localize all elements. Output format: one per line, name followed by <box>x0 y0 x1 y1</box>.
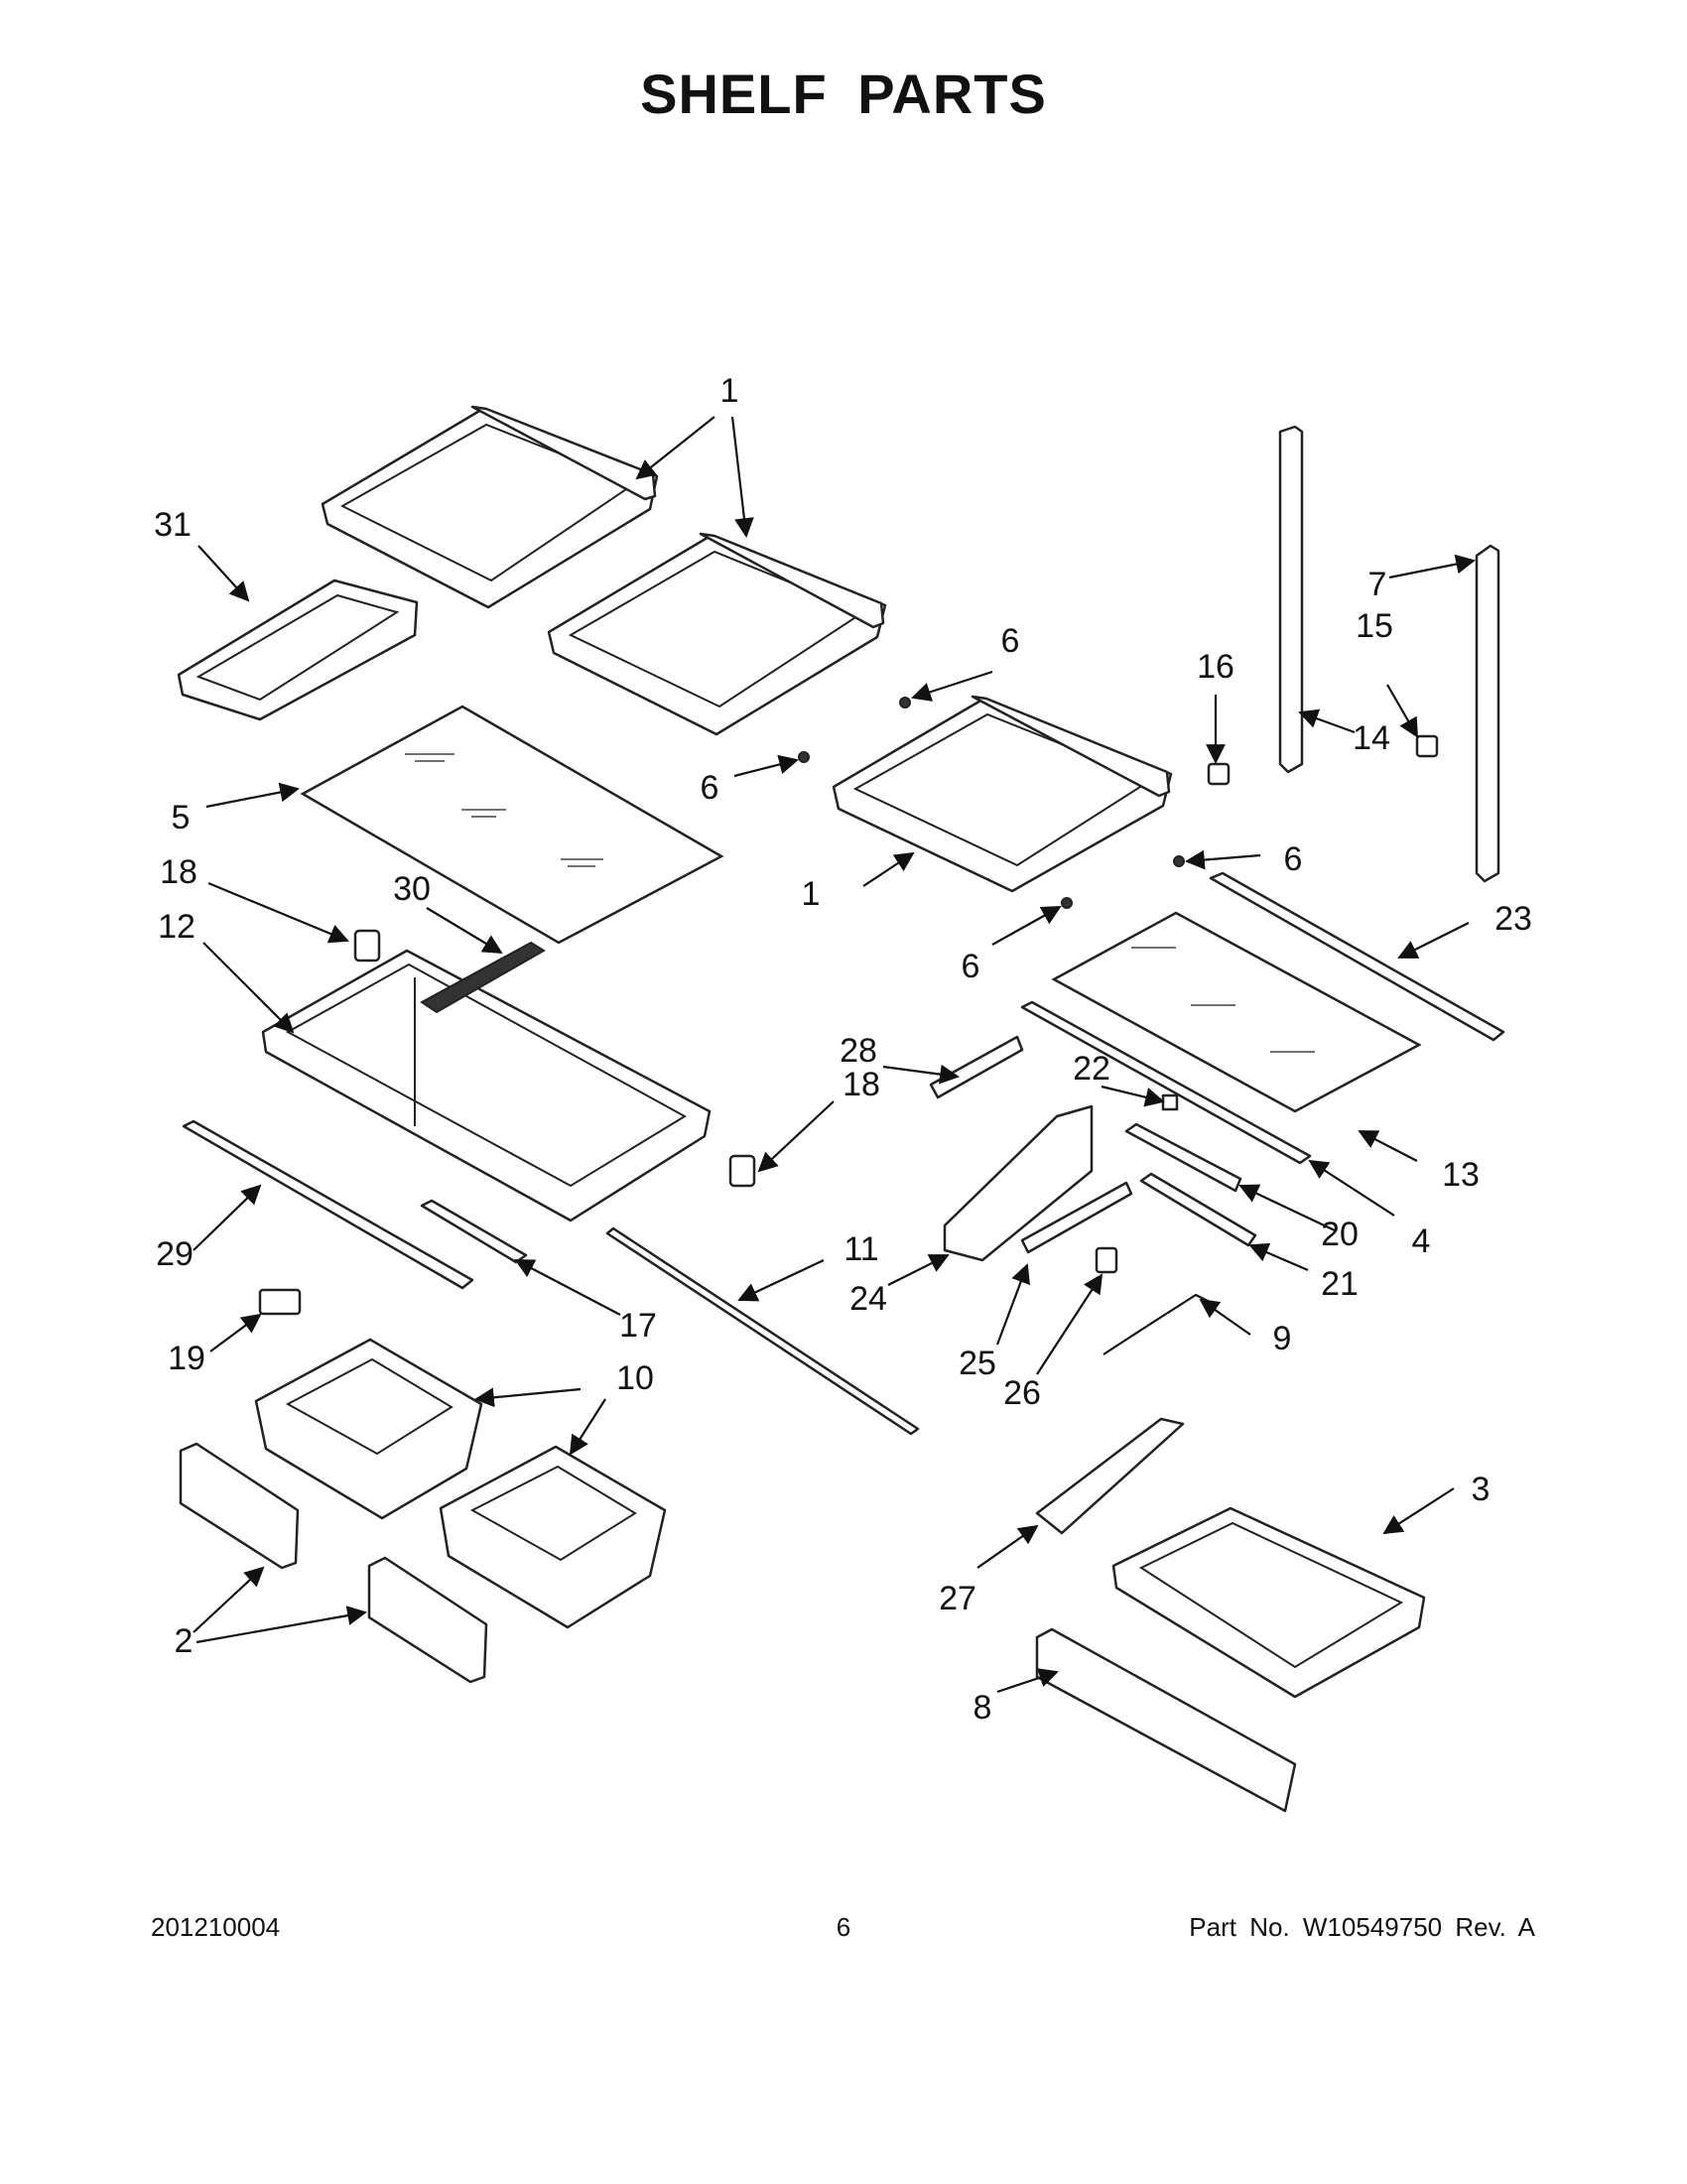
callout-leaders <box>193 416 1476 1694</box>
callout-2: 2 <box>175 1622 194 1660</box>
part-15-screw <box>1415 734 1439 758</box>
callout-19: 19 <box>168 1340 205 1377</box>
callout-14: 14 <box>1353 719 1390 757</box>
callout-6-c: 6 <box>1284 840 1303 878</box>
callout-31: 31 <box>154 506 192 544</box>
callout-4: 4 <box>1412 1222 1431 1260</box>
callout-6-a: 6 <box>1001 622 1020 660</box>
callout-13: 13 <box>1442 1156 1480 1194</box>
callout-8: 8 <box>973 1689 992 1727</box>
part-27-handle <box>1035 1417 1185 1535</box>
callout-22: 22 <box>1073 1050 1110 1088</box>
part-6-screw-a <box>899 697 911 708</box>
callout-18-top: 18 <box>160 853 197 891</box>
part-6-screw-d <box>1061 897 1073 909</box>
footer-page-number: 6 <box>836 1912 851 1942</box>
part-14-vertical-rail <box>1278 425 1304 774</box>
part-20-slide <box>1124 1122 1242 1193</box>
callout-1-middle: 1 <box>802 875 821 913</box>
shelf-1-middle-right <box>832 695 1173 893</box>
part-12-shelf-frame <box>261 949 712 1222</box>
callout-21: 21 <box>1321 1265 1359 1303</box>
part-6-screw-b <box>798 751 810 763</box>
part-23-trim <box>1209 871 1505 1042</box>
callout-24: 24 <box>849 1280 887 1318</box>
part-9-wire <box>1103 1293 1217 1355</box>
part-4-trim-strip <box>1020 1000 1312 1165</box>
callout-23: 23 <box>1494 900 1532 938</box>
page-title: SHELF PARTS <box>640 63 1047 125</box>
callout-26: 26 <box>1003 1374 1041 1412</box>
callout-9: 9 <box>1273 1320 1292 1357</box>
part-11-rod <box>605 1226 920 1436</box>
callout-10: 10 <box>616 1359 654 1397</box>
callout-25: 25 <box>959 1345 996 1382</box>
footer-doc-code: 201210004 <box>151 1912 281 1942</box>
part-18-roller-left <box>353 929 381 963</box>
part-25-slide-bar <box>1020 1181 1133 1254</box>
part-22-clip <box>1161 1093 1179 1111</box>
shelf-1-top-middle <box>547 532 887 736</box>
callout-18-bottom: 18 <box>843 1066 880 1103</box>
callout-17: 17 <box>619 1307 657 1345</box>
part-13-glass-panel <box>1051 911 1422 1113</box>
callout-6-b: 6 <box>701 769 719 807</box>
part-2-drawer-handle-right <box>367 1556 488 1684</box>
part-10-crisper-drawer-right <box>439 1445 667 1629</box>
part-18-roller-right <box>728 1154 756 1188</box>
callout-5: 5 <box>172 799 191 836</box>
callout-11: 11 <box>844 1230 878 1268</box>
part-21-slide <box>1139 1172 1257 1247</box>
part-29-trim-strip <box>182 1119 474 1290</box>
part-10-crisper-drawer-left <box>254 1338 483 1520</box>
callout-16: 16 <box>1197 648 1234 686</box>
part-30-slide-rail <box>420 941 546 1014</box>
part-31-door-bin <box>177 578 419 721</box>
callout-29: 29 <box>156 1235 194 1273</box>
callout-1-top: 1 <box>720 372 739 410</box>
part-17-bracket <box>420 1199 528 1264</box>
part-26-screw <box>1095 1246 1118 1274</box>
part-7-vertical-rail <box>1475 544 1500 883</box>
callout-7: 7 <box>1368 566 1387 603</box>
callout-6-d: 6 <box>962 948 980 985</box>
part-5-glass-panel <box>300 705 724 945</box>
part-3-tray <box>1111 1506 1426 1699</box>
part-24-housing <box>943 1104 1094 1262</box>
shelf-1-top-left <box>321 405 659 609</box>
part-19-clip <box>258 1288 302 1316</box>
callout-30: 30 <box>393 870 431 908</box>
part-6-screw-c <box>1173 855 1185 867</box>
part-16-screw <box>1207 762 1231 786</box>
callout-12: 12 <box>158 908 195 946</box>
part-2-drawer-handle-left <box>179 1442 300 1570</box>
part-28-bracket <box>929 1035 1024 1099</box>
footer-part-number: Part No. W10549750 Rev. A <box>1189 1912 1535 1942</box>
callout-27: 27 <box>939 1580 976 1617</box>
callout-3: 3 <box>1472 1471 1491 1508</box>
callout-15: 15 <box>1356 607 1393 645</box>
callout-28: 28 <box>840 1032 877 1070</box>
callout-20: 20 <box>1321 1216 1359 1253</box>
